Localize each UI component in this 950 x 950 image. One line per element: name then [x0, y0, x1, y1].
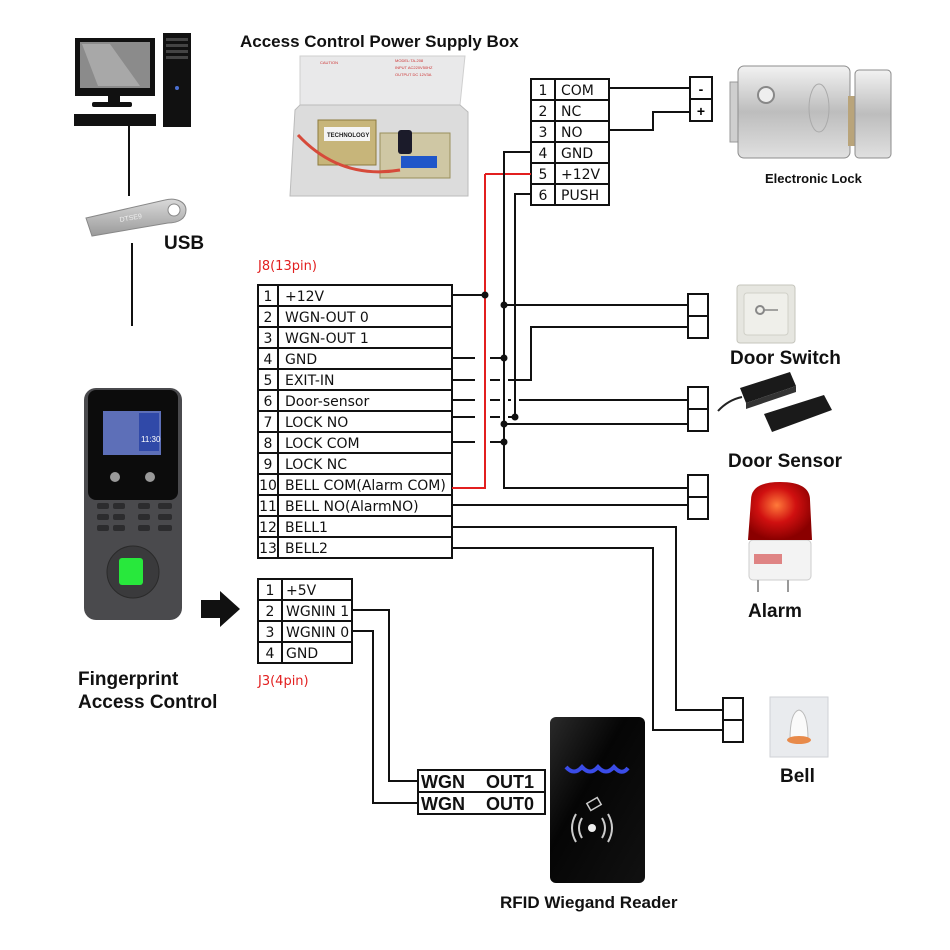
j8-connector: 1 +12V 2 WGN-OUT 0 3 WGN-OUT 1 4 GND 5 EXIT-IN 6 Do…: [257, 284, 453, 559]
bell-icon: [769, 696, 829, 758]
power-terminal-pin-name: COM: [561, 83, 594, 99]
electronic-lock-label: Electronic Lock: [765, 171, 863, 186]
alarm-label: Alarm: [748, 601, 802, 622]
junction-dots: [481, 291, 519, 446]
lock-wiring: [609, 87, 690, 131]
j8-pin-name: BELL NO(AlarmNO): [285, 499, 419, 515]
desktop-computer-icon: [74, 33, 191, 127]
j8-pin-name: BELL COM(Alarm COM): [285, 478, 446, 494]
lock-minus-terminal: -: [699, 81, 704, 97]
j3-wiring: [352, 609, 418, 804]
svg-text:CAUTION: CAUTION: [320, 60, 338, 65]
svg-text:INPUT AC220V50HZ: INPUT AC220V50HZ: [395, 65, 433, 70]
arrow-right-icon: [201, 591, 240, 627]
j8-wiring: [452, 151, 722, 731]
fingerprint-label-line1: Fingerprint: [78, 669, 179, 690]
door-switch-terminal: [687, 293, 709, 339]
svg-text:11:30: 11:30: [141, 435, 161, 444]
j3-label: J3(4pin): [257, 674, 309, 689]
power-supply-title: Access Control Power Supply Box: [240, 32, 519, 51]
j8-pin-name: LOCK NC: [285, 457, 347, 473]
magnetic-sensor-icon: [717, 372, 832, 432]
j8-pin-number: 11: [259, 499, 277, 515]
power-terminal-pin-number: 6: [539, 188, 548, 204]
j8-pin-number: 1: [264, 289, 273, 305]
j8-label: J8(13pin): [257, 259, 317, 274]
power-terminal-pin-number: 4: [539, 146, 548, 162]
siren-icon: [748, 482, 812, 592]
usb-drive-icon: DTSE9: [85, 198, 187, 237]
j8-pin-name: WGN-OUT 0: [285, 310, 369, 326]
reader-terminal-out: OUT0: [486, 794, 534, 814]
j3-pin-name: GND: [286, 646, 318, 662]
usb-label: USB: [164, 233, 204, 254]
lock-plus-terminal: +: [697, 103, 705, 119]
j3-pin-number: 1: [266, 583, 275, 599]
j8-pin-number: 10: [259, 478, 277, 494]
bell-terminal: [722, 697, 744, 743]
power-terminal-pin-name: GND: [561, 146, 593, 162]
power-terminal-pin-number: 2: [539, 104, 548, 120]
j8-pin-name: BELL2: [285, 541, 328, 557]
power-terminal-pin-name: +12V: [561, 167, 601, 183]
power-terminal-pin-number: 3: [539, 125, 548, 141]
j8-pin-name: BELL1: [285, 520, 328, 536]
j8-pin-name: LOCK COM: [285, 436, 360, 452]
j8-pin-name: +12V: [285, 289, 325, 305]
j3-pin-number: 2: [266, 604, 275, 620]
power-terminal-pin-number: 1: [539, 83, 548, 99]
j8-pin-number: 6: [264, 394, 273, 410]
j8-pin-number: 3: [264, 331, 273, 347]
power-terminal-pin-name: NO: [561, 125, 583, 141]
reader-terminal-wgn: WGN: [421, 772, 465, 792]
door-sensor-label: Door Sensor: [728, 451, 843, 472]
svg-text:OUTPUT DC 12V3A: OUTPUT DC 12V3A: [395, 72, 432, 77]
j8-pin-name: WGN-OUT 1: [285, 331, 369, 347]
j8-pin-number: 13: [259, 541, 277, 557]
electronic-lock-icon: [729, 65, 892, 159]
power-terminal-name-cell: [554, 183, 610, 206]
svg-text:MODEL:TA-208: MODEL:TA-208: [395, 58, 424, 63]
power-supply-box-icon: CAUTION MODEL:TA-208 INPUT AC220V50HZ OU…: [289, 55, 469, 197]
j8-pin-name: Door-sensor: [285, 394, 369, 410]
power-terminal-pin-name: PUSH: [561, 188, 599, 204]
j3-pin-name: WGNIN 0: [286, 625, 349, 641]
j3-name-cell: [281, 641, 353, 664]
bell-label: Bell: [780, 766, 815, 787]
j3-connector: 1 +5V 2 WGNIN 1 3 WGNIN 0 4 GND: [257, 578, 353, 664]
j8-pin-name: GND: [285, 352, 317, 368]
j8-pin-number: 5: [264, 373, 273, 389]
svg-text:TECHNOLOGY: TECHNOLOGY: [327, 133, 369, 139]
j8-pin-number: 12: [259, 520, 277, 536]
j8-pin-number: 8: [264, 436, 273, 452]
rfid-reader-label: RFID Wiegand Reader: [500, 893, 678, 912]
reader-terminal-row: [417, 791, 546, 815]
j3-pin-name: WGNIN 1: [286, 604, 349, 620]
j8-pin-name: LOCK NO: [285, 415, 348, 431]
fingerprint-terminal-icon: 11:30: [84, 388, 182, 620]
j8-pin-number: 9: [264, 457, 273, 473]
j8-pin-name: EXIT-IN: [285, 373, 335, 389]
j8-pin-number: 2: [264, 310, 273, 326]
alarm-terminal: [687, 474, 709, 520]
j8-pin-number: 4: [264, 352, 273, 368]
rfid-reader-icon: [550, 717, 645, 883]
door-switch-label: Door Switch: [730, 348, 841, 369]
fingerprint-label-line2: Access Control: [78, 692, 217, 713]
power-supply-terminal: 1 COM 2 NC 3 NO 4 GND 5 +12V 6 PUSH: [530, 78, 610, 206]
exit-button-icon: [736, 284, 796, 344]
j3-pin-name: +5V: [286, 583, 317, 599]
reader-terminal-out: OUT1: [486, 772, 534, 792]
power-terminal-pin-number: 5: [539, 167, 548, 183]
reader-terminal-wgn: WGN: [421, 794, 465, 814]
j3-pin-number: 4: [266, 646, 275, 662]
lock-terminal: - +: [689, 76, 713, 122]
j3-pin-number: 3: [266, 625, 275, 641]
door-sensor-terminal: [687, 386, 709, 432]
j8-pin-number: 7: [264, 415, 273, 431]
svg-text:DTSE9: DTSE9: [119, 213, 143, 224]
power-terminal-pin-name: NC: [561, 104, 581, 120]
